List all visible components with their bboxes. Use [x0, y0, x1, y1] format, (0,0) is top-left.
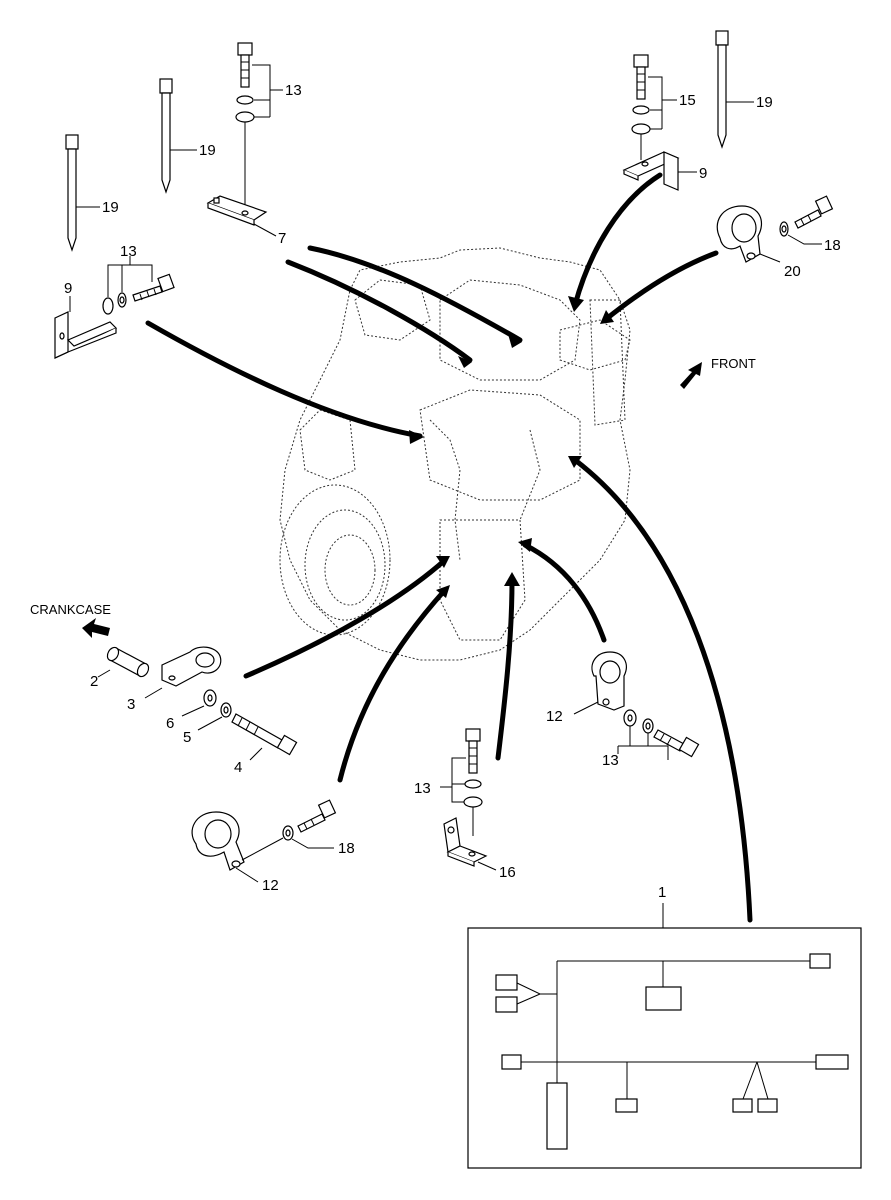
clamp-12-bottom [191, 811, 259, 883]
label-13-bottom: 13 [414, 780, 431, 797]
label-7: 7 [278, 230, 286, 247]
label-19-right: 19 [756, 94, 773, 111]
label-9-right: 9 [699, 165, 707, 182]
crankcase-arrow-icon [82, 618, 110, 638]
label-18-bottom: 18 [338, 840, 355, 857]
label-13-left: 13 [120, 243, 137, 260]
bolt-13-left [102, 256, 175, 315]
label-18-right: 18 [824, 237, 841, 254]
label-12-bottom: 12 [262, 877, 279, 894]
label-19-mid: 19 [199, 142, 216, 159]
label-front: FRONT [711, 356, 756, 371]
label-9-left: 9 [64, 280, 72, 297]
bolt-18-right [779, 195, 834, 245]
front-arrow-icon [680, 362, 702, 389]
cable-tie-19-right [715, 30, 754, 149]
label-3: 3 [127, 696, 135, 713]
cable-tie-19-left [65, 134, 100, 252]
clamp-20 [716, 205, 781, 263]
bolt-15 [631, 54, 677, 160]
washer-5 [197, 702, 232, 731]
label-19-left: 19 [102, 199, 119, 216]
cable-tie-19-mid [159, 78, 197, 194]
clamp-12-right [573, 651, 627, 715]
bolt-13-top [235, 42, 283, 208]
bolt-13-bottom [440, 728, 483, 836]
bracket-9-right [622, 151, 697, 191]
bolt-13-right [617, 709, 700, 760]
label-crankcase: CRANKCASE [30, 602, 111, 617]
label-6: 6 [166, 715, 174, 732]
label-4: 4 [234, 759, 242, 776]
wire-harness-1 [467, 927, 862, 1169]
label-5: 5 [183, 729, 191, 746]
label-1: 1 [658, 884, 666, 901]
bracket-9-left [54, 296, 118, 359]
bolt-18-bottom [241, 799, 337, 861]
label-13-right: 13 [602, 752, 619, 769]
label-15: 15 [679, 92, 696, 109]
callout-arrows [145, 172, 753, 923]
engine-outline [279, 247, 631, 661]
label-20: 20 [784, 263, 801, 280]
bracket-16 [443, 817, 497, 871]
label-16: 16 [499, 864, 516, 881]
label-12-right: 12 [546, 708, 563, 725]
bolt-4 [231, 713, 298, 761]
plate-7 [206, 195, 277, 237]
label-2: 2 [90, 673, 98, 690]
clamp-3 [144, 646, 222, 699]
washer-6 [181, 689, 217, 717]
label-13-top: 13 [285, 82, 302, 99]
sleeve-2 [97, 646, 150, 678]
